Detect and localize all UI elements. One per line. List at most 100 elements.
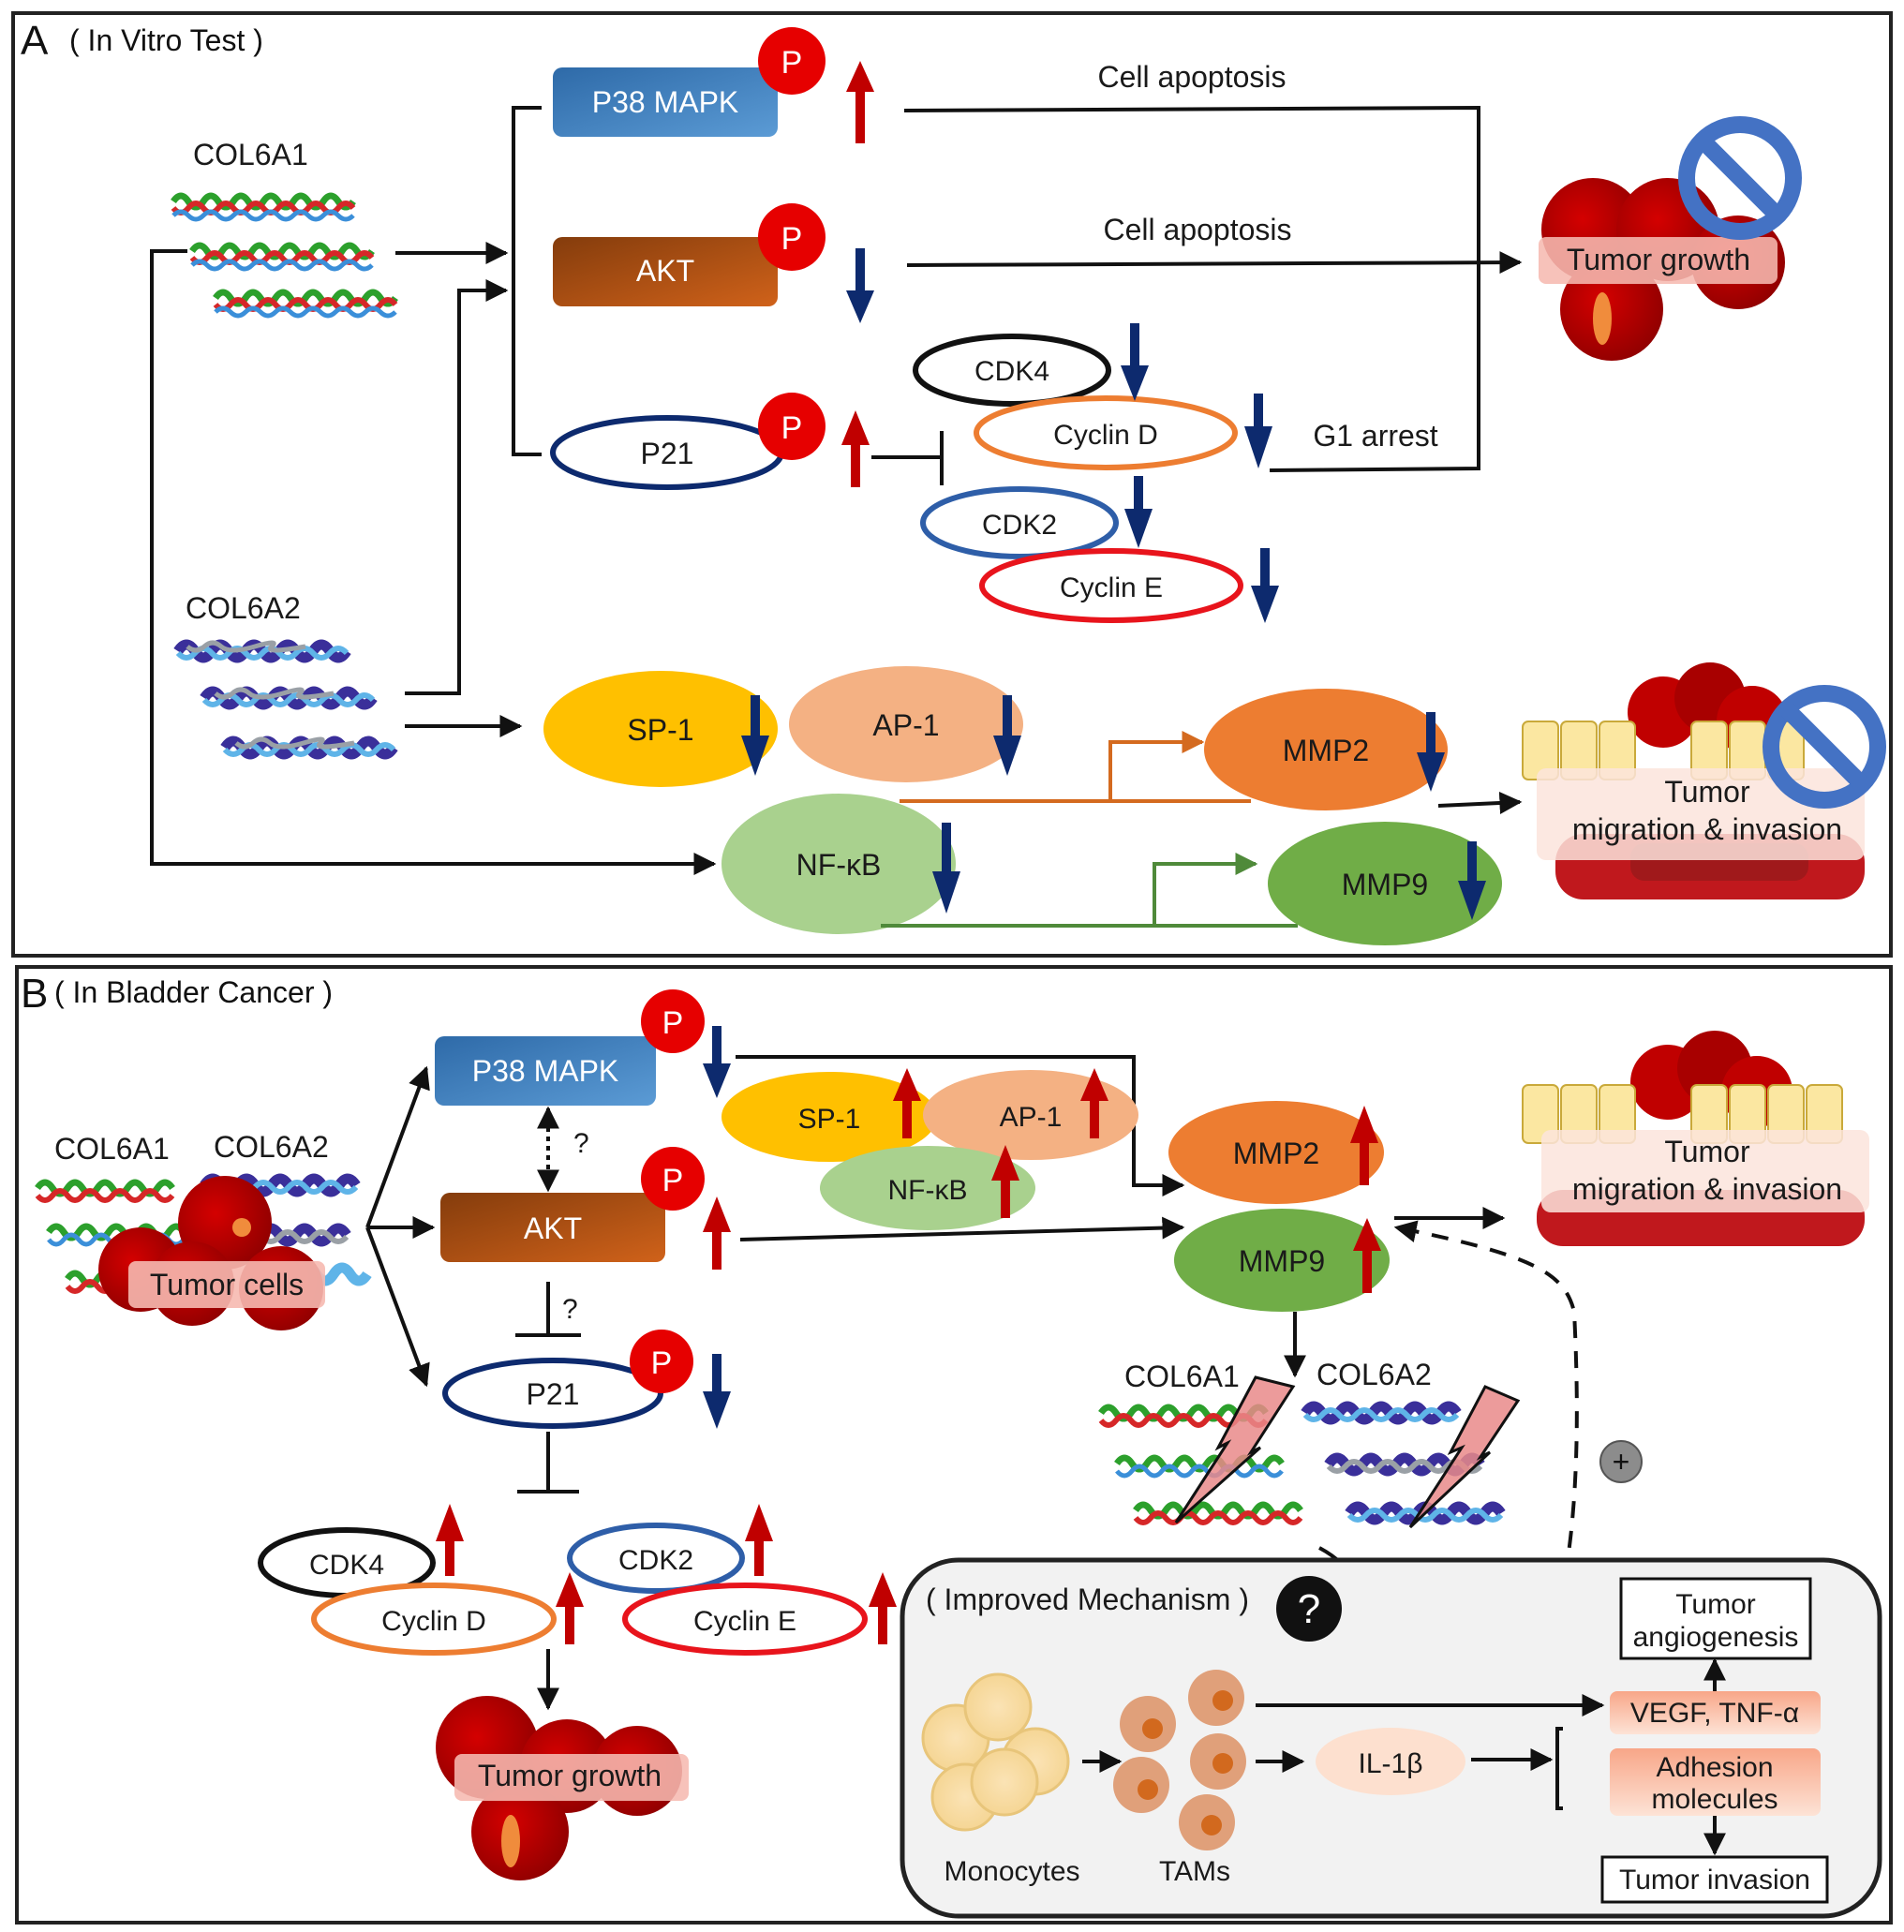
up-arrow-icon [893, 1068, 921, 1138]
cyclin-e-label: Cyclin E [1060, 572, 1163, 603]
p38-mapk-label: P38 MAPK [592, 85, 739, 119]
down-arrow-icon [741, 695, 769, 776]
cdk2-ellipse [920, 486, 1119, 559]
up-arrow-icon [841, 410, 870, 487]
adhesion-box [1610, 1748, 1821, 1816]
panel-b-title: ( In Bladder Cancer ) [54, 975, 333, 1009]
plus-label: + [1613, 1445, 1630, 1479]
question-icon [1276, 1576, 1342, 1642]
cdk4-label: CDK4 [974, 356, 1049, 387]
down-arrow-icon [1458, 841, 1486, 920]
migration-label-line2-a: migration & invasion [1572, 812, 1842, 846]
phospho-label: P [781, 45, 803, 81]
cyclin-d-ellipse [974, 395, 1238, 470]
tumor-cells-label: Tumor cells [150, 1268, 304, 1301]
degraded-col6a1-label: COL6A1 [1124, 1360, 1240, 1393]
p21-ellipse-b [442, 1358, 663, 1429]
sp1-label: SP-1 [627, 713, 693, 747]
phospho-label: P [651, 1345, 673, 1381]
tams-illustration [1113, 1670, 1246, 1850]
col6a1-helix-icon [171, 192, 398, 319]
angiogenesis-box [1619, 1577, 1812, 1660]
mechanism-arrows [1082, 1657, 1726, 1856]
tumor-growth-label-b: Tumor growth [478, 1759, 662, 1792]
down-arrow-icon [993, 695, 1021, 776]
mmp2-ellipse-b [1168, 1101, 1384, 1204]
akt-label-b: AKT [524, 1211, 582, 1245]
cdk2-ellipse-b [567, 1523, 745, 1594]
sp1-label-b: SP-1 [798, 1104, 861, 1135]
up-arrow-icon [846, 61, 874, 143]
improved-mechanism-title: ( Improved Mechanism ) [926, 1583, 1249, 1616]
il1b-label: IL-1β [1359, 1748, 1423, 1779]
down-arrow-icon [1244, 394, 1272, 468]
p21-label-b: P21 [527, 1377, 580, 1411]
akt-box [553, 237, 778, 306]
question-icon-label: ? [1298, 1586, 1320, 1632]
cdk2-label-b: CDK2 [618, 1545, 693, 1576]
mmp9-ellipse [1268, 822, 1502, 945]
up-arrow-icon [1353, 1218, 1381, 1293]
monocytes-label: Monocytes [944, 1856, 1079, 1887]
down-arrow-icon [1251, 548, 1279, 623]
phospho-icon [630, 1330, 693, 1393]
col6a1-label: COL6A1 [193, 138, 308, 171]
migration-label-line1-b: Tumor [1664, 1135, 1750, 1168]
apoptosis-label-2: Cell apoptosis [1104, 213, 1292, 246]
ap1-ellipse [789, 666, 1023, 782]
migration-label-line2-b: migration & invasion [1572, 1172, 1842, 1206]
akt-box-b [440, 1193, 665, 1262]
nfkb-label-b: NF-κB [888, 1175, 968, 1206]
phospho-icon [758, 203, 826, 271]
monocytes-illustration [921, 1672, 1070, 1832]
panel-a-title: ( In Vitro Test ) [69, 23, 263, 57]
p21-label: P21 [641, 437, 694, 470]
g1-arrest-label: G1 arrest [1313, 419, 1437, 453]
panel-b-letter: B [21, 971, 48, 1017]
cyclin-e-ellipse [979, 548, 1243, 623]
lightning-icon [1174, 1375, 1521, 1529]
akt-label: AKT [636, 254, 694, 288]
cell-cycle-down-arrows [1121, 323, 1279, 623]
sp1-ellipse-b [721, 1072, 937, 1162]
cdk4-ellipse [913, 334, 1111, 407]
up-arrow-icon [703, 1196, 731, 1270]
angiogenesis-label-line2: angiogenesis [1633, 1622, 1799, 1653]
ap1-label-b: AP-1 [1000, 1102, 1063, 1133]
panel-a-frame [11, 11, 1893, 958]
down-arrow-icon [932, 823, 960, 914]
nfkb-ellipse-b [820, 1146, 1035, 1230]
mmp-connectors-a [881, 731, 1298, 928]
phospho-label: P [781, 221, 803, 257]
plus-icon [1599, 1440, 1643, 1483]
up-arrow-icon [556, 1572, 584, 1644]
mmp2-label: MMP2 [1283, 734, 1369, 767]
tumor-cells-illustration: Tumor cells [98, 1176, 325, 1330]
col6a2-helix-icon [173, 639, 398, 760]
phospho-label: P [781, 410, 803, 446]
phospho-label: P [662, 1163, 684, 1198]
cyclin-d-label-b: Cyclin D [381, 1606, 486, 1637]
adhesion-label-line1: Adhesion [1656, 1752, 1773, 1783]
up-arrow-icon [991, 1145, 1019, 1218]
up-arrow-icon [436, 1504, 464, 1576]
down-arrow-icon [703, 1026, 731, 1098]
tumor-migration-illustration-b: Tumor migration & invasion [1522, 1031, 1869, 1246]
up-arrow-icon [869, 1572, 897, 1644]
down-arrow-icon [1417, 712, 1445, 792]
mmp9-label: MMP9 [1342, 868, 1428, 901]
tumor-invasion-box [1600, 1855, 1829, 1904]
ap1-label: AP-1 [872, 708, 939, 742]
degraded-col6a2-label: COL6A2 [1316, 1358, 1432, 1391]
il1b-ellipse [1316, 1728, 1465, 1795]
angiogenesis-label-line1: Tumor [1675, 1589, 1756, 1620]
tumor-invasion-label: Tumor invasion [1619, 1865, 1810, 1895]
question-mark-2: ? [562, 1294, 578, 1325]
migration-label-line1-a: Tumor [1664, 775, 1750, 809]
cyclin-e-ellipse-b [622, 1583, 868, 1656]
cyclin-d-ellipse-b [311, 1583, 557, 1656]
phospho-icon [641, 989, 705, 1053]
phospho-label: P [662, 1005, 684, 1041]
panel-a-connectors [150, 105, 1523, 875]
